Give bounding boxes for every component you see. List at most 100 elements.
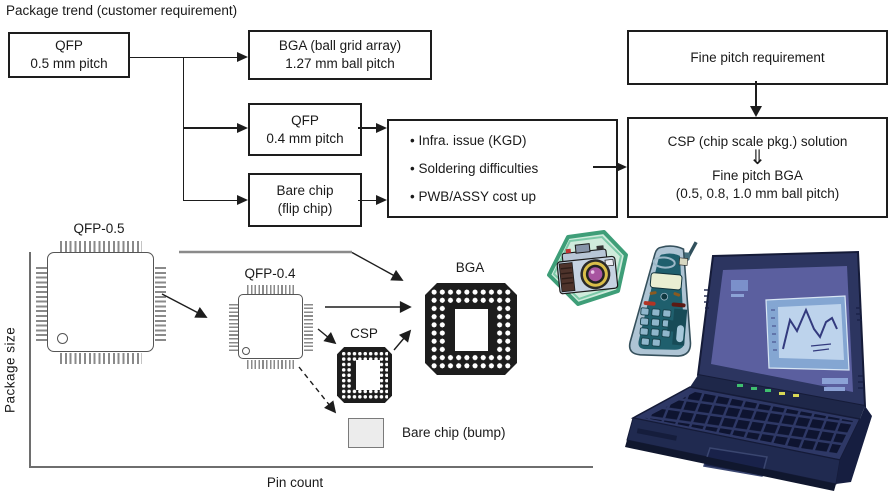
box-bga-127-line1: BGA (ball grid array) — [278, 38, 402, 54]
label-qfp05-chip: QFP-0.5 — [73, 221, 125, 236]
qfp05-pins-top — [60, 241, 142, 252]
bare-chip-bump-icon — [348, 418, 384, 448]
camera-shutter-button — [596, 245, 604, 250]
csp-chip-icon — [337, 347, 392, 403]
connector-qfp04-to-issues — [358, 127, 376, 129]
qfp04-body — [238, 294, 303, 359]
qfp05-pins-right — [155, 264, 166, 341]
qfp04-pins-top — [247, 285, 295, 294]
screen-status-bar-2 — [824, 387, 845, 391]
phone-grip-pill — [676, 325, 685, 343]
double-down-arrow-icon: ⇓ — [749, 147, 766, 170]
qfp05-pins-left — [36, 264, 47, 341]
phone-clipart — [628, 241, 698, 357]
box-qfp-05: QFP 0.5 mm pitch — [8, 32, 130, 78]
arrowhead-barechip-issues — [376, 195, 387, 205]
arrow-qfp04-to-csp — [317, 328, 337, 345]
screen-icon-label — [731, 294, 744, 297]
phone-lcd-screen — [649, 272, 683, 291]
connector-issues-to-csp — [593, 166, 616, 168]
box-bare-chip: Bare chip (flip chip) — [248, 173, 362, 227]
qfp04-pins-left — [229, 303, 238, 351]
label-csp-chip: CSP — [350, 326, 378, 341]
phone-earpiece — [652, 256, 676, 269]
qfp04-pin1-mark — [242, 347, 250, 355]
arrowhead-issues-csp — [616, 161, 627, 172]
csp-die-window — [356, 360, 380, 390]
connector-branch-to-barechip — [183, 199, 237, 202]
screen-chart-annotations — [810, 343, 832, 352]
phone-end-bar — [671, 302, 686, 308]
csp-solution-line1: CSP (chip scale pkg.) solution — [667, 133, 848, 149]
x-axis-label: Pin count — [266, 475, 324, 490]
laptop-keyboard — [645, 392, 853, 455]
box-issues: • Infra. issue (KGD) • Soldering difficu… — [387, 119, 618, 218]
arrow-qfp05-to-qfp04 — [161, 293, 208, 318]
connector-finepitch-to-csp — [755, 81, 757, 106]
qfp04-pins-bottom — [247, 360, 295, 369]
qfp-04-chip-icon — [228, 284, 314, 370]
box-fine-pitch-requirement: Fine pitch requirement — [627, 30, 888, 85]
laptop-bezel-slots — [704, 289, 863, 389]
screen-chart-panel — [778, 304, 844, 360]
x-axis — [29, 466, 593, 468]
csp-solution-line2: Fine pitch BGA — [712, 168, 803, 184]
laptop-hinge — [690, 375, 865, 419]
arrow-qfp04-to-barechip-dashed — [298, 366, 337, 414]
connector-barechip-to-issues — [358, 199, 376, 202]
laptop-led-indicators — [737, 384, 799, 397]
camera-grip-stripes — [560, 267, 574, 285]
screen-chart-line — [782, 307, 838, 350]
laptop-cd-slot — [636, 428, 678, 441]
arrowhead-qfp04-issues — [376, 122, 387, 133]
qfp05-pins-bottom — [60, 353, 142, 364]
laptop-front-edge — [625, 440, 836, 491]
issue-item-2: • Soldering difficulties — [410, 160, 539, 176]
camera-clipart — [547, 230, 628, 306]
diagram-title: Package trend (customer requirement) — [6, 3, 238, 18]
qfp05-pin1-mark — [57, 333, 68, 344]
box-qfp-04-line1: QFP — [291, 112, 319, 128]
laptop-side-edge — [836, 406, 872, 484]
box-bga-127-line2: 1.27 mm ball pitch — [285, 56, 395, 71]
box-csp-solution: CSP (chip scale pkg.) solution ⇓ Fine pi… — [627, 117, 888, 218]
arrow-qfp05-to-bga — [351, 251, 404, 281]
fine-pitch-label: Fine pitch requirement — [690, 49, 825, 65]
issue-item-3: • PWB/ASSY cost up — [410, 188, 537, 204]
camera-body-group — [556, 243, 619, 295]
csp-solution-line3: (0.5, 0.8, 1.0 mm ball pitch) — [675, 185, 840, 201]
y-axis — [29, 252, 31, 468]
connector-branch-to-qfp04 — [183, 127, 237, 129]
label-bga-chip: BGA — [455, 260, 485, 275]
screen-icon — [731, 280, 748, 291]
bga-die-window — [455, 309, 488, 351]
phone-group — [628, 241, 698, 357]
box-bare-chip-line1: Bare chip — [276, 183, 334, 199]
label-qfp04-chip: QFP-0.4 — [244, 266, 296, 281]
arrowhead-into-bga-box — [237, 52, 248, 62]
label-bare-chip-bump: Bare chip (bump) — [402, 425, 506, 440]
arrowhead-into-qfp04-box — [237, 122, 248, 133]
camera-prism — [574, 243, 591, 254]
arrowhead-into-barechip-box — [237, 195, 248, 205]
screen-chart-ticks — [771, 309, 777, 351]
arrow-csp-to-bga — [393, 329, 412, 351]
qfp04-pins-right — [304, 303, 313, 351]
box-qfp-05-line1: QFP — [55, 38, 83, 54]
screen-status-bar-1 — [822, 378, 848, 384]
phone-keypad — [639, 307, 672, 347]
phone-indicator-window — [678, 257, 689, 266]
camera-red-button — [565, 248, 571, 254]
camera-grip — [558, 262, 576, 293]
box-qfp-04-line2: 0.4 mm pitch — [266, 130, 344, 146]
bga-chip-icon — [425, 283, 517, 375]
issue-item-1: • Infra. issue (KGD) — [410, 132, 527, 148]
camera-lens-highlight — [590, 270, 595, 274]
box-bga-127: BGA (ball grid array) 1.27 mm ball pitch — [248, 30, 432, 80]
y-axis-label: Package size — [2, 326, 18, 414]
box-qfp-05-line2: 0.5 mm pitch — [30, 56, 108, 71]
arrowhead-finepitch-csp — [750, 106, 762, 117]
laptop-clipart — [625, 250, 872, 491]
box-qfp-04: QFP 0.4 mm pitch — [248, 103, 362, 156]
